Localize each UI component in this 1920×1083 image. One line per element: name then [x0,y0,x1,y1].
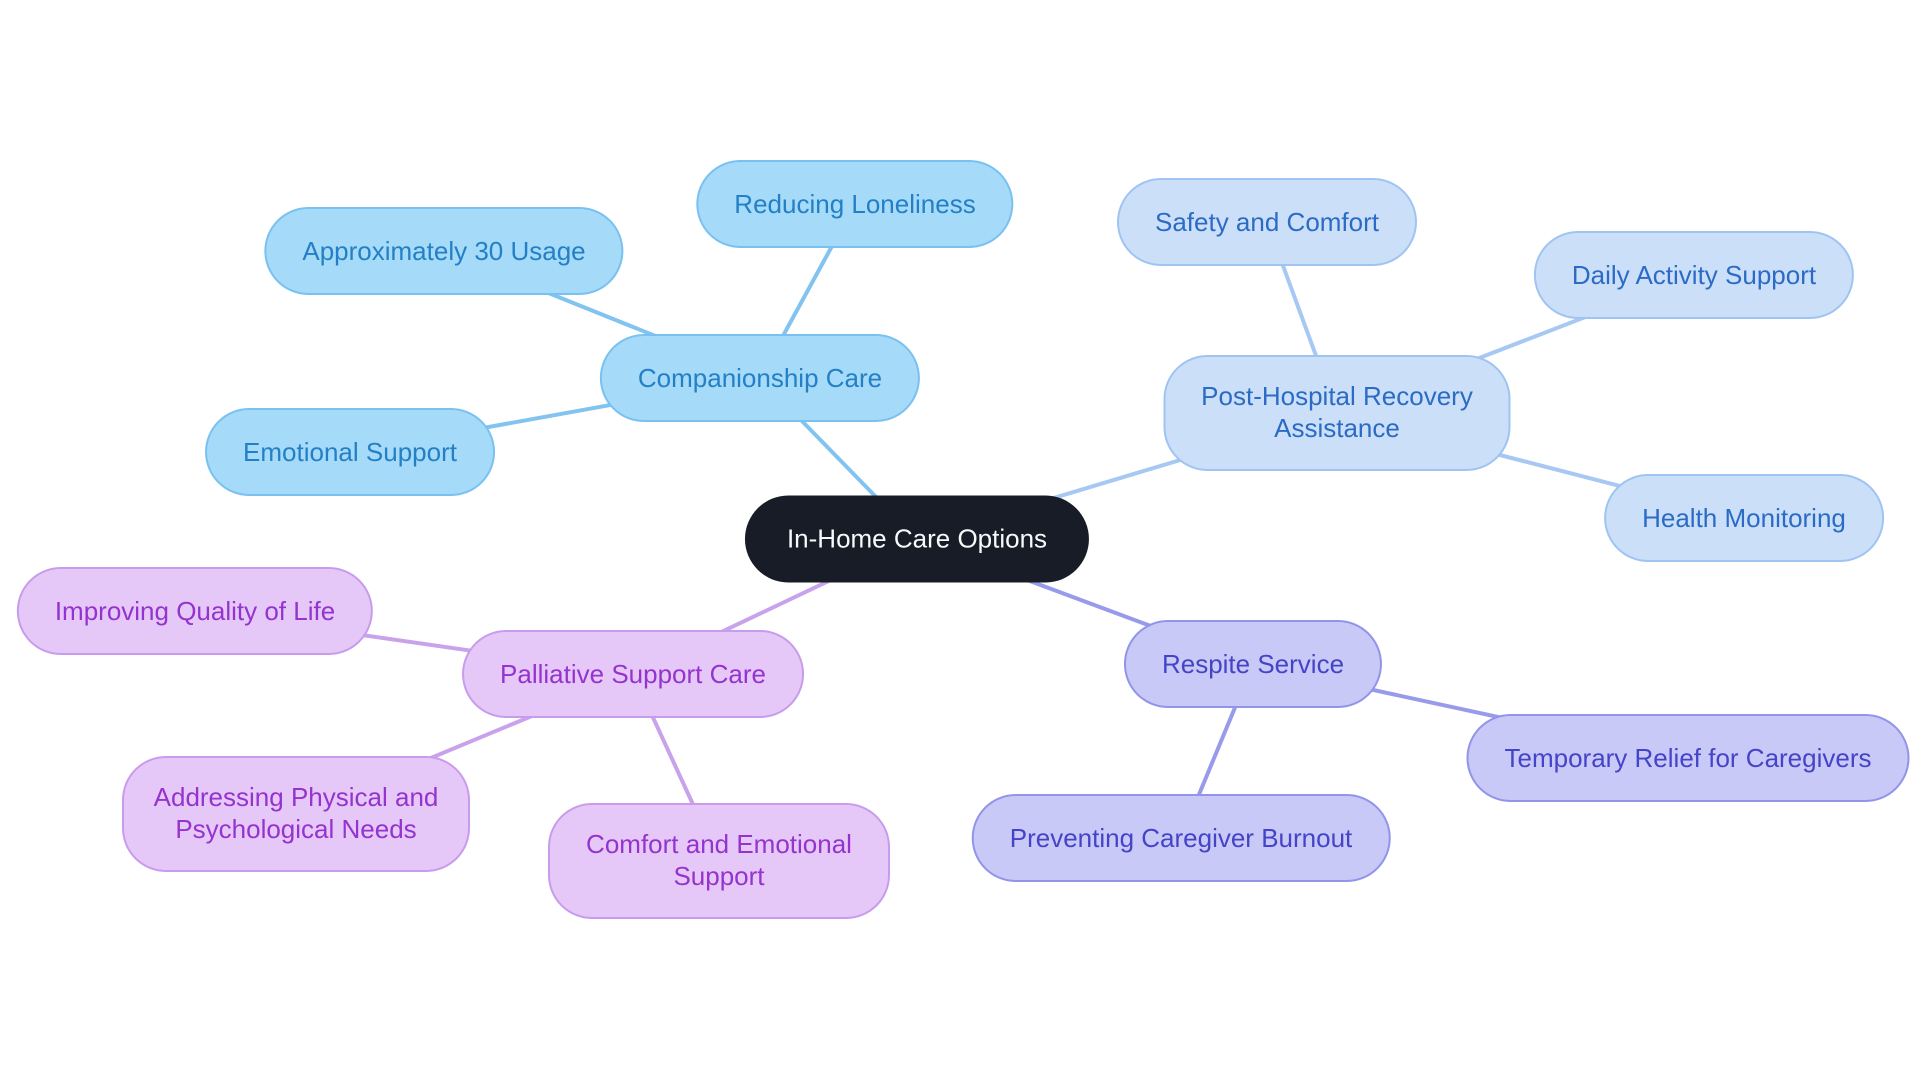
node-respite-service[interactable]: Respite Service [1123,620,1383,708]
node-preventing-caregiver-burnout[interactable]: Preventing Caregiver Burnout [971,794,1391,882]
node-palliative-support-care[interactable]: Palliative Support Care [462,630,804,718]
node-improving-quality-of-life[interactable]: Improving Quality of Life [16,567,374,655]
node-emotional-support[interactable]: Emotional Support [205,408,495,496]
node-label: Temporary Relief for Caregivers [1504,742,1872,773]
node-safety-and-comfort[interactable]: Safety and Comfort [1117,178,1417,266]
node-label: In-Home Care Options [786,523,1048,554]
node-post-hospital-recovery-assistance[interactable]: Post-Hospital Recovery Assistance [1163,355,1511,471]
node-label: Companionship Care [637,362,883,393]
node-label: Emotional Support [243,436,457,467]
node-label: Post-Hospital Recovery Assistance [1201,381,1473,443]
node-label: Comfort and Emotional Support [586,829,852,891]
node-label: Palliative Support Care [500,658,766,689]
node-approximately-30-usage[interactable]: Approximately 30 Usage [264,207,624,295]
node-addressing-physical-psychological-needs[interactable]: Addressing Physical and Psychological Ne… [122,756,470,872]
node-label: Approximately 30 Usage [302,235,586,266]
node-companionship-care[interactable]: Companionship Care [599,334,921,422]
node-label: Daily Activity Support [1571,259,1817,290]
node-label: Reducing Loneliness [734,188,976,219]
node-daily-activity-support[interactable]: Daily Activity Support [1533,231,1855,319]
node-label: Safety and Comfort [1155,206,1379,237]
node-temporary-relief-for-caregivers[interactable]: Temporary Relief for Caregivers [1466,714,1910,802]
node-label: Respite Service [1161,648,1345,679]
node-label: Preventing Caregiver Burnout [1009,822,1353,853]
node-health-monitoring[interactable]: Health Monitoring [1604,474,1884,562]
node-label: Improving Quality of Life [54,595,336,626]
node-reducing-loneliness[interactable]: Reducing Loneliness [696,160,1014,248]
node-comfort-and-emotional-support[interactable]: Comfort and Emotional Support [548,803,890,919]
node-label: Health Monitoring [1642,502,1846,533]
node-label: Addressing Physical and Psychological Ne… [153,782,439,844]
node-in-home-care-options[interactable]: In-Home Care Options [744,495,1090,583]
